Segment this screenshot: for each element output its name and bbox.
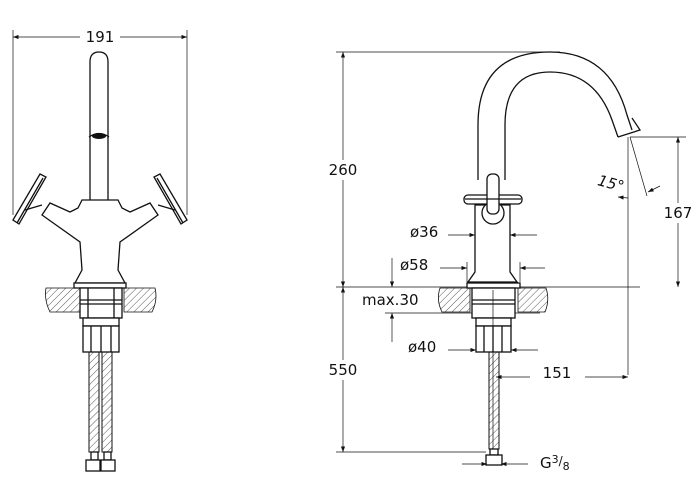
- max-thickness-label: max.30: [362, 291, 419, 309]
- spout-height-label: 167: [664, 204, 693, 222]
- width-dimension-label: 191: [86, 28, 115, 46]
- reach-dimension-label: 151: [543, 364, 572, 382]
- side-view: 260 15° 167 ø36 ø58 max.30: [325, 51, 696, 473]
- hose-length-label: 550: [329, 361, 358, 379]
- shank-diameter-label: ø40: [408, 338, 436, 356]
- front-view: 191: [12, 28, 188, 472]
- body-diameter-label: ø36: [410, 223, 438, 241]
- base-diameter-label: ø58: [400, 256, 428, 274]
- height-dimension-label: 260: [329, 161, 358, 179]
- thread-label: G3/8: [540, 453, 570, 473]
- angle-label: 15°: [596, 171, 626, 195]
